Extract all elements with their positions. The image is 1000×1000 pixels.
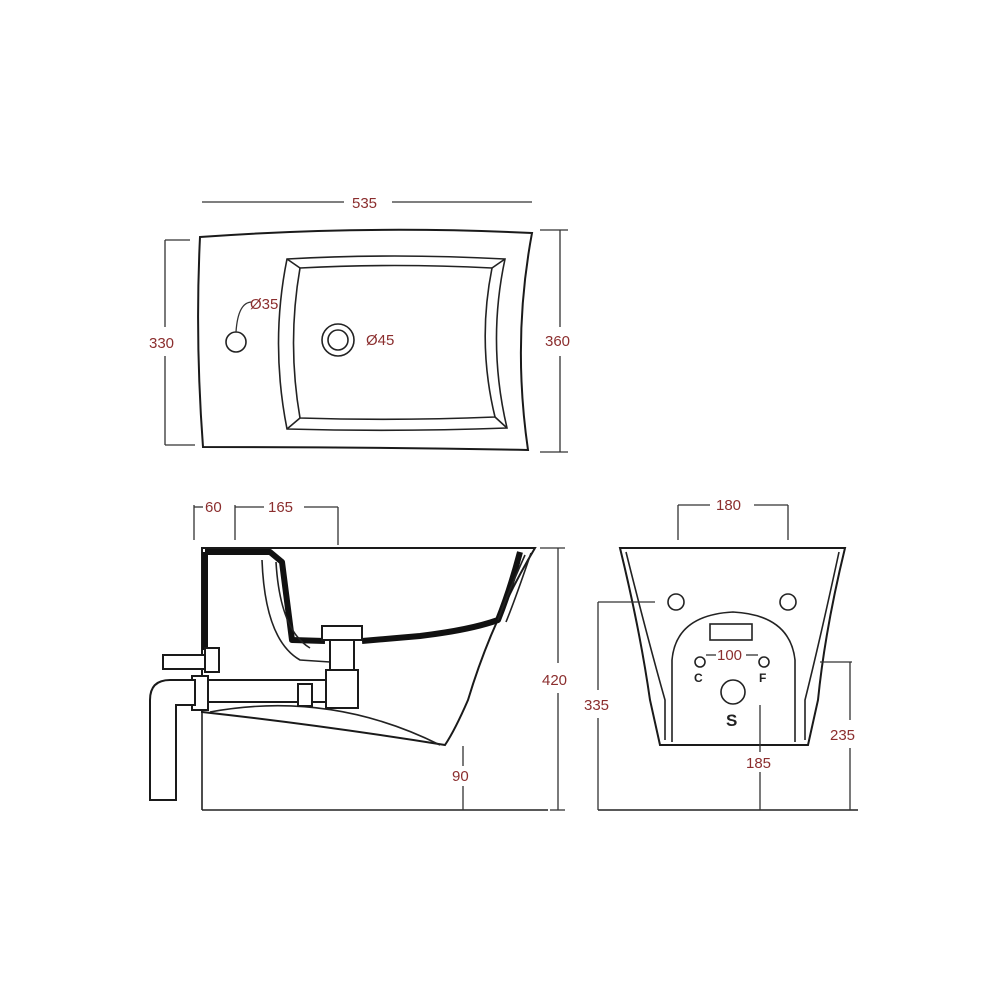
drop-pipe [149, 679, 196, 801]
top-view: Ø35 Ø45 535 330 360 [149, 195, 570, 453]
basin-corner [491, 258, 506, 269]
height-label: 420 [542, 672, 567, 689]
side-view-front-curve [497, 552, 532, 623]
cold-supply-hole [694, 656, 706, 668]
supply-span-label: 100 [717, 647, 742, 664]
drain-hole-outer [321, 323, 355, 357]
pipe-collar [297, 683, 313, 707]
basin-corner [286, 258, 301, 269]
fixing-hole-right [779, 593, 797, 611]
height-fixing-label: 335 [584, 697, 609, 714]
rear-view-body [618, 547, 847, 746]
waste-label: S [726, 711, 737, 730]
waste-valve-body [329, 639, 355, 671]
hot-supply-hole [758, 656, 770, 668]
waste-trap [325, 669, 359, 709]
drain-hole-label: Ø45 [366, 332, 394, 349]
waste-hole [720, 679, 746, 705]
side-view-rim [202, 549, 326, 650]
rear-view-left-curve [625, 551, 666, 740]
depth-right-label: 360 [545, 333, 570, 350]
side-view-inner-channel [261, 559, 331, 663]
tap-hole-label: Ø35 [250, 296, 278, 313]
offset-drain-label: 165 [268, 499, 293, 516]
offset-tap-label: 60 [205, 499, 222, 516]
tap-hole-leader [235, 301, 253, 333]
fixing-span-label: 180 [716, 497, 741, 514]
fixing-hole-left [667, 593, 685, 611]
rear-view: C F 100 S 180 335 235 185 [584, 497, 858, 811]
supply-pipe [162, 654, 206, 670]
height-supply-label: 235 [830, 727, 855, 744]
side-view-body [201, 547, 537, 747]
side-view-basin [361, 551, 523, 644]
hot-label: F [759, 671, 766, 685]
rear-view-right-curve [804, 551, 840, 740]
rear-bracket [709, 623, 753, 641]
basin-corner [286, 417, 301, 430]
supply-valve [204, 647, 220, 673]
side-view: 60 165 420 90 [149, 499, 567, 811]
side-view-underside [209, 704, 441, 746]
bottom-label: 90 [452, 768, 469, 785]
waste-valve-top [321, 625, 363, 641]
width-label: 535 [352, 195, 377, 212]
rear-recess [671, 611, 796, 742]
depth-left-label: 330 [149, 335, 174, 352]
basin-corner [494, 416, 508, 429]
height-waste-label: 185 [746, 755, 771, 772]
drain-hole-inner [327, 329, 349, 351]
cold-label: C [694, 671, 703, 685]
